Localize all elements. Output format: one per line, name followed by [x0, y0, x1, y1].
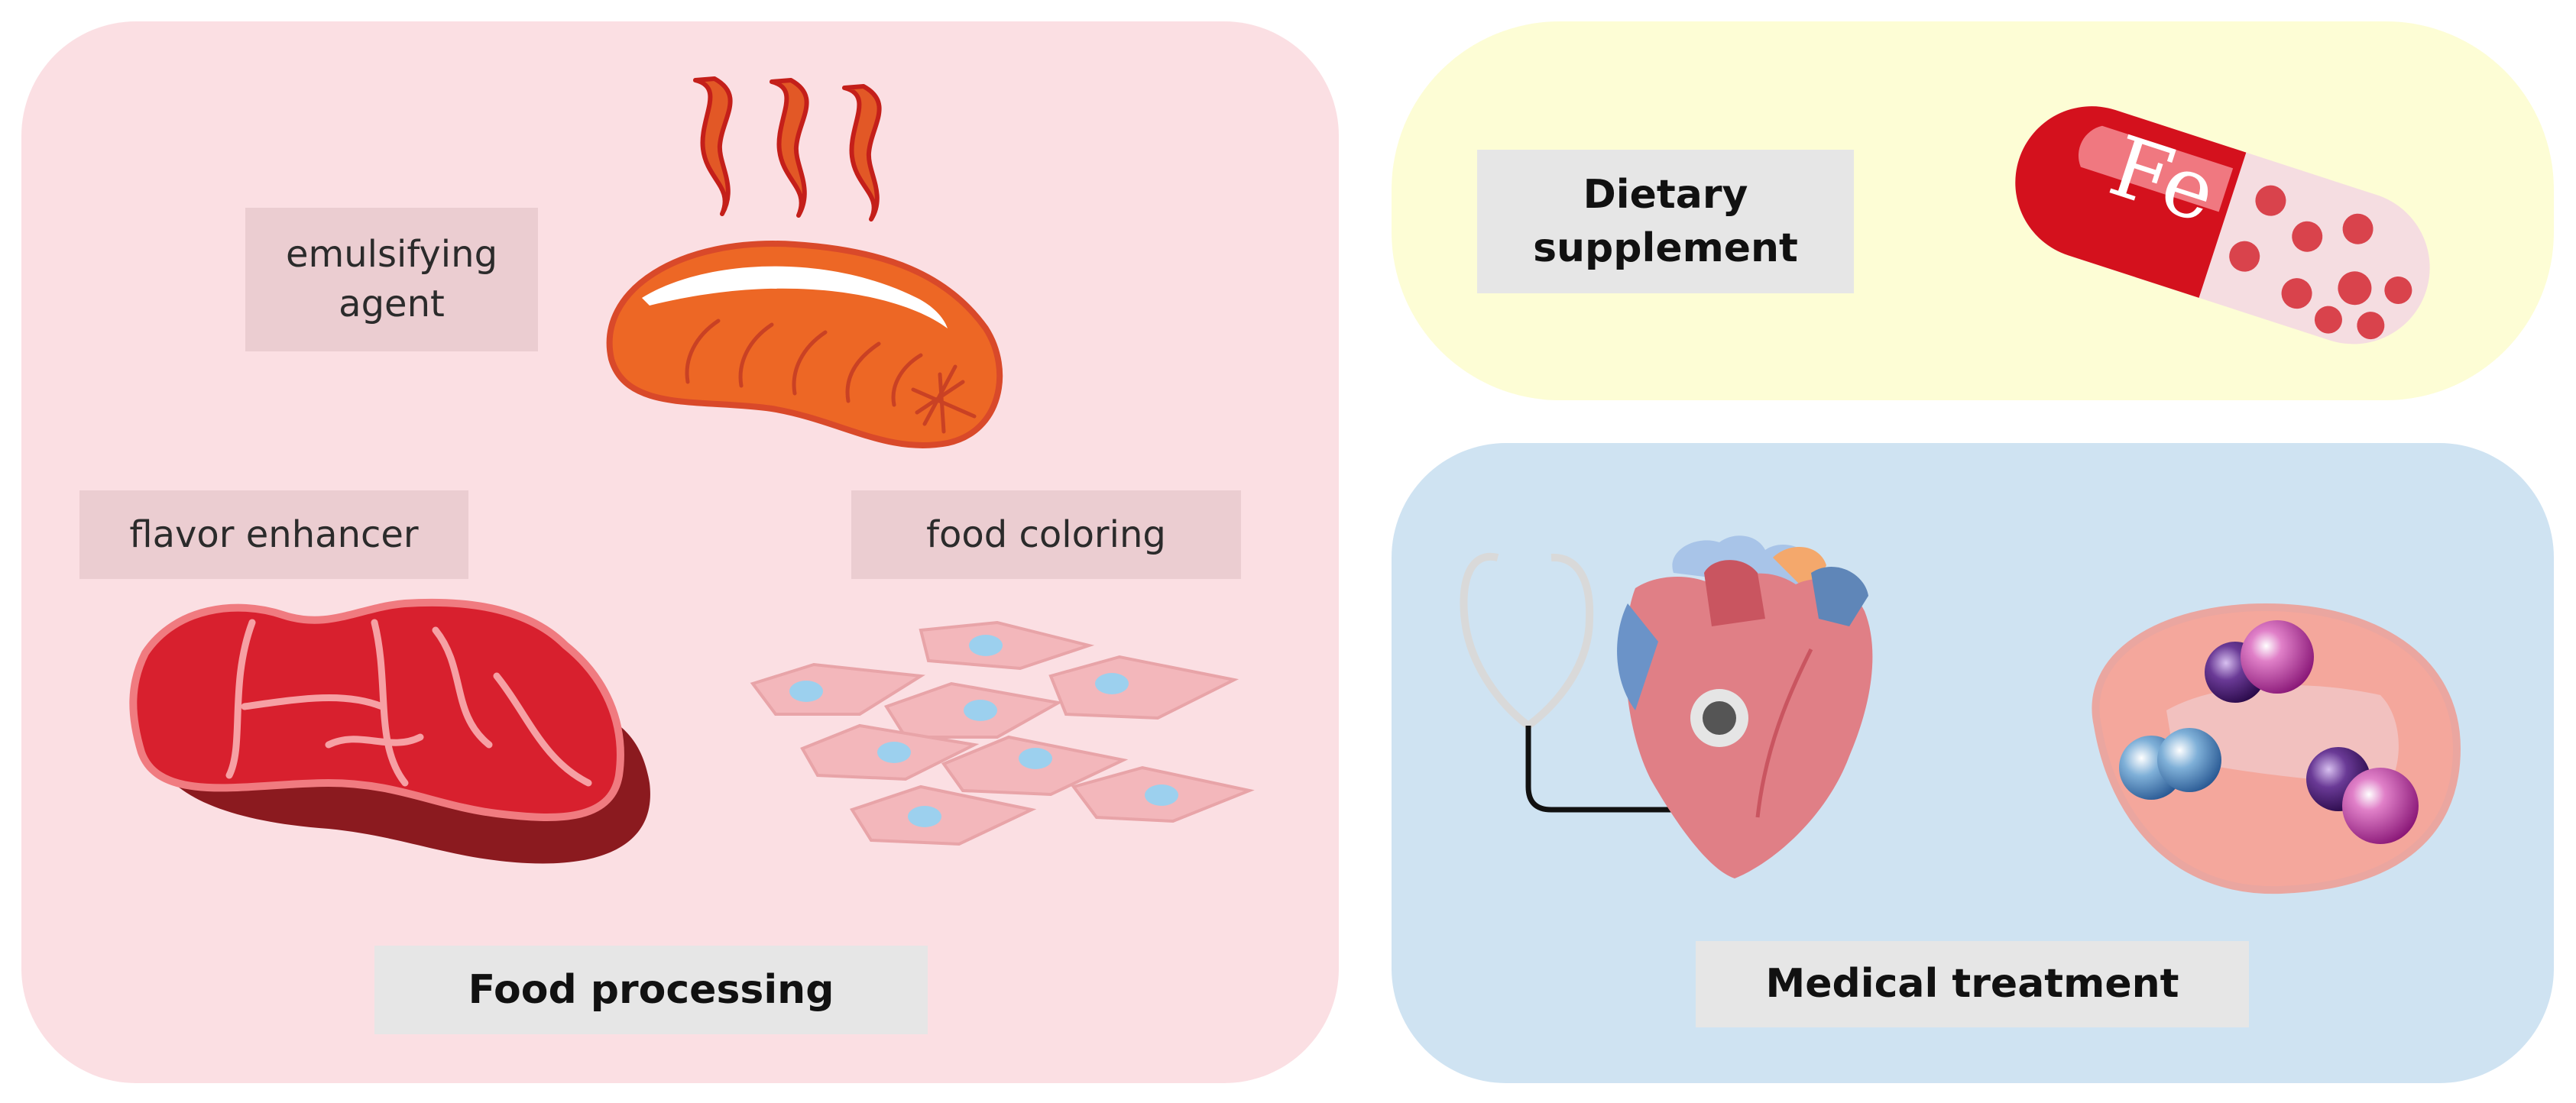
dietary-supplement-title: Dietary supplement [1477, 150, 1854, 293]
food-coloring-label: food coloring [851, 490, 1241, 579]
emulsifying-agent-label: emulsifying agent [245, 208, 538, 351]
steam-icon [693, 76, 882, 222]
nanoparticle-cell-icon [2092, 603, 2461, 894]
heart-stethoscope-icon [1460, 535, 1873, 878]
iron-capsule-icon: Fe [2015, 106, 2430, 344]
steak-icon [129, 598, 650, 864]
sausage-icon [606, 241, 1003, 448]
flavor-enhancer-label: flavor enhancer [79, 490, 468, 579]
medical-treatment-title: Medical treatment [1696, 941, 2249, 1027]
food-processing-title: Food processing [374, 946, 928, 1034]
cells-icon [750, 620, 1255, 846]
